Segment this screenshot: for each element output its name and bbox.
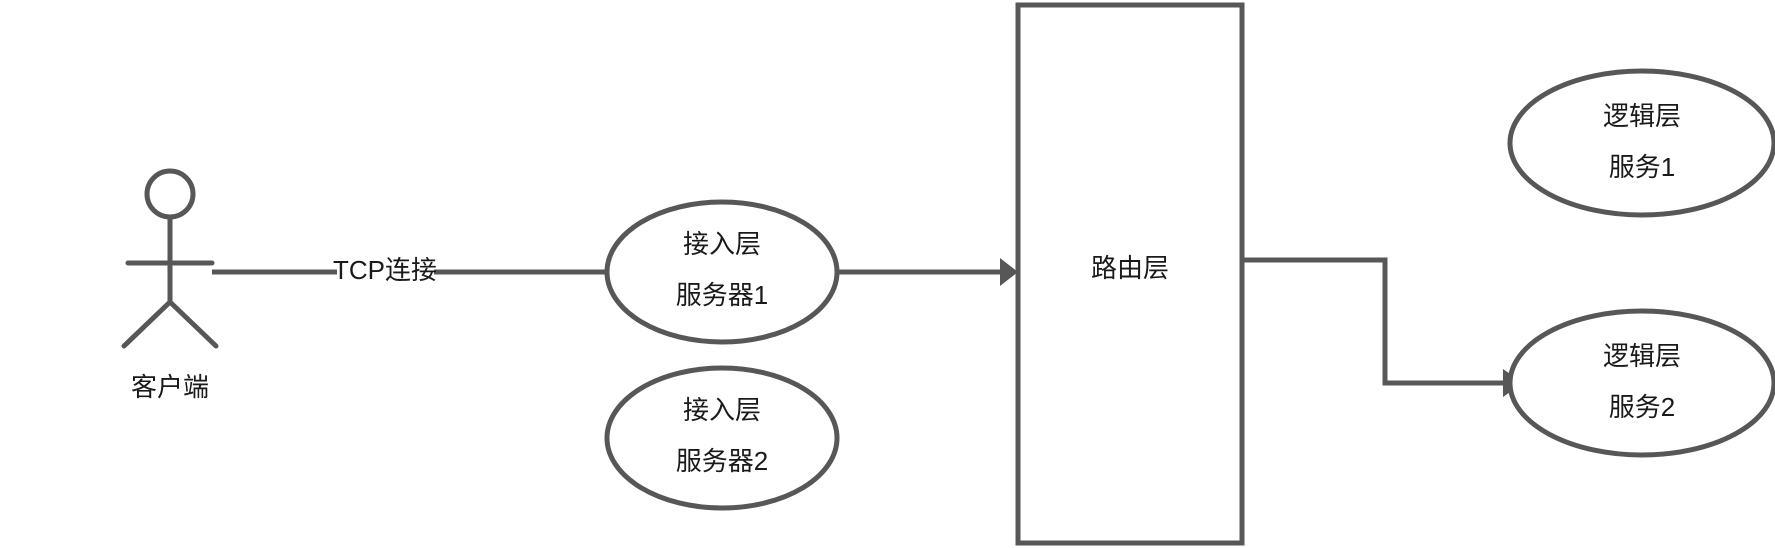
edge-access-server-1-to-router[interactable] <box>838 258 1018 286</box>
node-logic-service-2-line1: 逻辑层 <box>1603 341 1681 371</box>
node-logic-service-1-shape <box>1507 68 1775 218</box>
node-logic-service-2[interactable]: 逻辑层 服务2 <box>1507 308 1775 458</box>
node-logic-service-1[interactable]: 逻辑层 服务1 <box>1507 68 1775 218</box>
node-access-server-1-line1: 接入层 <box>683 229 761 259</box>
node-logic-service-2-shape <box>1507 308 1775 458</box>
node-router-layer[interactable]: 路由层 <box>1015 2 1245 546</box>
client-actor[interactable]: 客户端 <box>121 168 219 402</box>
node-access-server-2-line1: 接入层 <box>683 395 761 425</box>
stick-figure-left-leg-icon <box>121 299 173 349</box>
node-access-server-2-line2: 服务器2 <box>676 446 768 476</box>
node-access-server-1[interactable]: 接入层 服务器1 <box>604 199 840 345</box>
node-router-layer-shape <box>1015 2 1245 546</box>
node-router-layer-label: 路由层 <box>1091 253 1169 283</box>
node-access-server-2[interactable]: 接入层 服务器2 <box>604 365 840 511</box>
node-access-server-1-line2: 服务器1 <box>676 280 768 310</box>
stick-figure-head-icon <box>144 168 196 220</box>
edge-client-to-access-server-1[interactable]: TCP连接 <box>212 255 606 285</box>
arrow-head-icon <box>1000 258 1018 286</box>
edge-label-tcp-connection: TCP连接 <box>333 255 437 285</box>
edge-router-to-logic-service-2[interactable] <box>1242 257 1523 397</box>
edge-elbow-path <box>1242 257 1503 386</box>
stick-figure-right-leg-icon <box>167 299 219 349</box>
node-logic-service-1-line1: 逻辑层 <box>1603 101 1681 131</box>
node-access-server-1-shape <box>604 199 840 345</box>
node-logic-service-1-line2: 服务1 <box>1609 152 1675 182</box>
node-logic-service-2-line2: 服务2 <box>1609 392 1675 422</box>
client-actor-label: 客户端 <box>131 372 209 402</box>
node-access-server-2-shape <box>604 365 840 511</box>
